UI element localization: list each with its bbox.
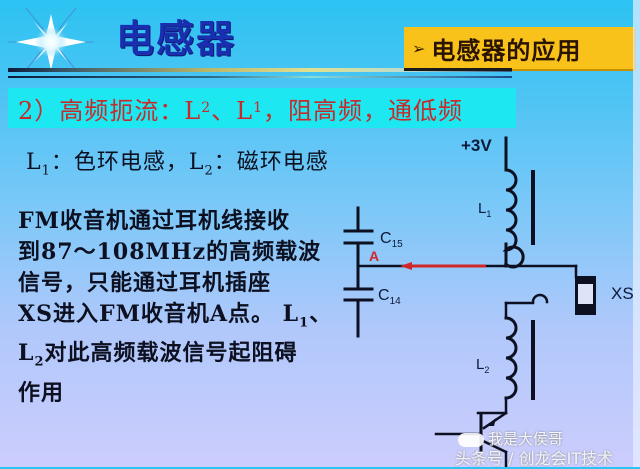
para-line-3: 信号，只能通过耳机插座 xyxy=(18,270,272,296)
para-line-4-a: XS进入FM收音机A点。 L xyxy=(18,301,300,327)
headline-suffix: ，阻高频，通低频 xyxy=(263,96,463,125)
para-line-5-sub: 2 xyxy=(34,354,45,370)
watermark-source: 头条号 / 创龙会IT技术 xyxy=(455,449,614,468)
para-line-4-b: 、 xyxy=(309,301,333,327)
l1-sub: 1 xyxy=(41,163,51,179)
l1-label: L1 xyxy=(478,200,491,219)
title-divider-thin xyxy=(8,76,512,78)
c14-label: C14 xyxy=(378,287,401,307)
inductor-types: L1：色环电感，L2：磁环电感 xyxy=(26,144,329,178)
l1-symbol: L xyxy=(26,150,42,175)
l1-label-text: L xyxy=(478,200,487,217)
headline-prefix: 2）高频扼流：L xyxy=(18,96,202,125)
signal-arrowhead-icon xyxy=(400,262,412,270)
wechat-icon xyxy=(458,432,484,447)
section-tag: ➢ 电感器的应用 xyxy=(404,27,634,69)
title-divider xyxy=(8,68,512,72)
para-line-4: XS进入FM收音机A点。 L1、 xyxy=(18,299,338,338)
l2-symbol: L xyxy=(188,150,205,175)
c14-label-text: C xyxy=(378,287,390,304)
transistor-arrow-icon xyxy=(486,418,496,426)
c15-label-text: C xyxy=(380,230,392,247)
l2-sub: 2 xyxy=(204,163,214,179)
headphone-jack-icon xyxy=(575,276,596,315)
l1-coil-icon xyxy=(502,168,525,269)
title-divider-dark xyxy=(404,68,512,71)
para-line-5-b: 对此高频载波信号起阻碍 xyxy=(44,340,298,367)
node-a-label: A xyxy=(369,248,380,264)
l2-label-text: L xyxy=(476,356,485,373)
watermark-author-text: 我是大侯哥 xyxy=(488,430,564,448)
c14-label-sub: 14 xyxy=(389,296,401,308)
page-title: 电感器 xyxy=(116,17,237,61)
headline-mid: 、L xyxy=(211,96,254,125)
l1-desc: ：色环电感， xyxy=(50,150,189,175)
supply-label: +3V xyxy=(461,136,492,155)
para-line-6: 作用 xyxy=(18,379,65,406)
para-line-1: FM收音机通过耳机线接收 xyxy=(18,208,290,234)
section-tag-label: 电感器的应用 xyxy=(431,36,582,65)
para-line-5-a: L xyxy=(18,340,35,367)
para-line-4-sub: 1 xyxy=(299,315,310,331)
explanation-paragraph: FM收音机通过耳机线接收 到87～108MHz的高频载波 信号，只能通过耳机插座… xyxy=(18,206,338,409)
arrow-bullet-icon: ➢ xyxy=(412,38,426,58)
c15-label: C15 xyxy=(380,230,403,250)
l2-desc: ：磁环电感 xyxy=(213,150,329,175)
l1-label-sub: 1 xyxy=(486,209,492,219)
para-line-5: L2对此高频载波信号起阻碍 xyxy=(18,338,338,377)
headline-sub2: 1 xyxy=(253,100,263,116)
l2-label-sub: 2 xyxy=(484,365,490,375)
headline-sub1: 2 xyxy=(201,100,212,116)
para-line-2: 到87～108MHz的高频载波 xyxy=(18,239,322,265)
sparkle-star-icon xyxy=(8,7,94,71)
c15-label-sub: 15 xyxy=(391,239,403,251)
l2-label: L2 xyxy=(476,356,489,375)
jack-label: XS xyxy=(611,284,634,303)
watermark-author: 我是大侯哥 xyxy=(458,428,563,449)
slide-edge xyxy=(633,0,640,467)
l2-coil-icon xyxy=(504,316,518,400)
